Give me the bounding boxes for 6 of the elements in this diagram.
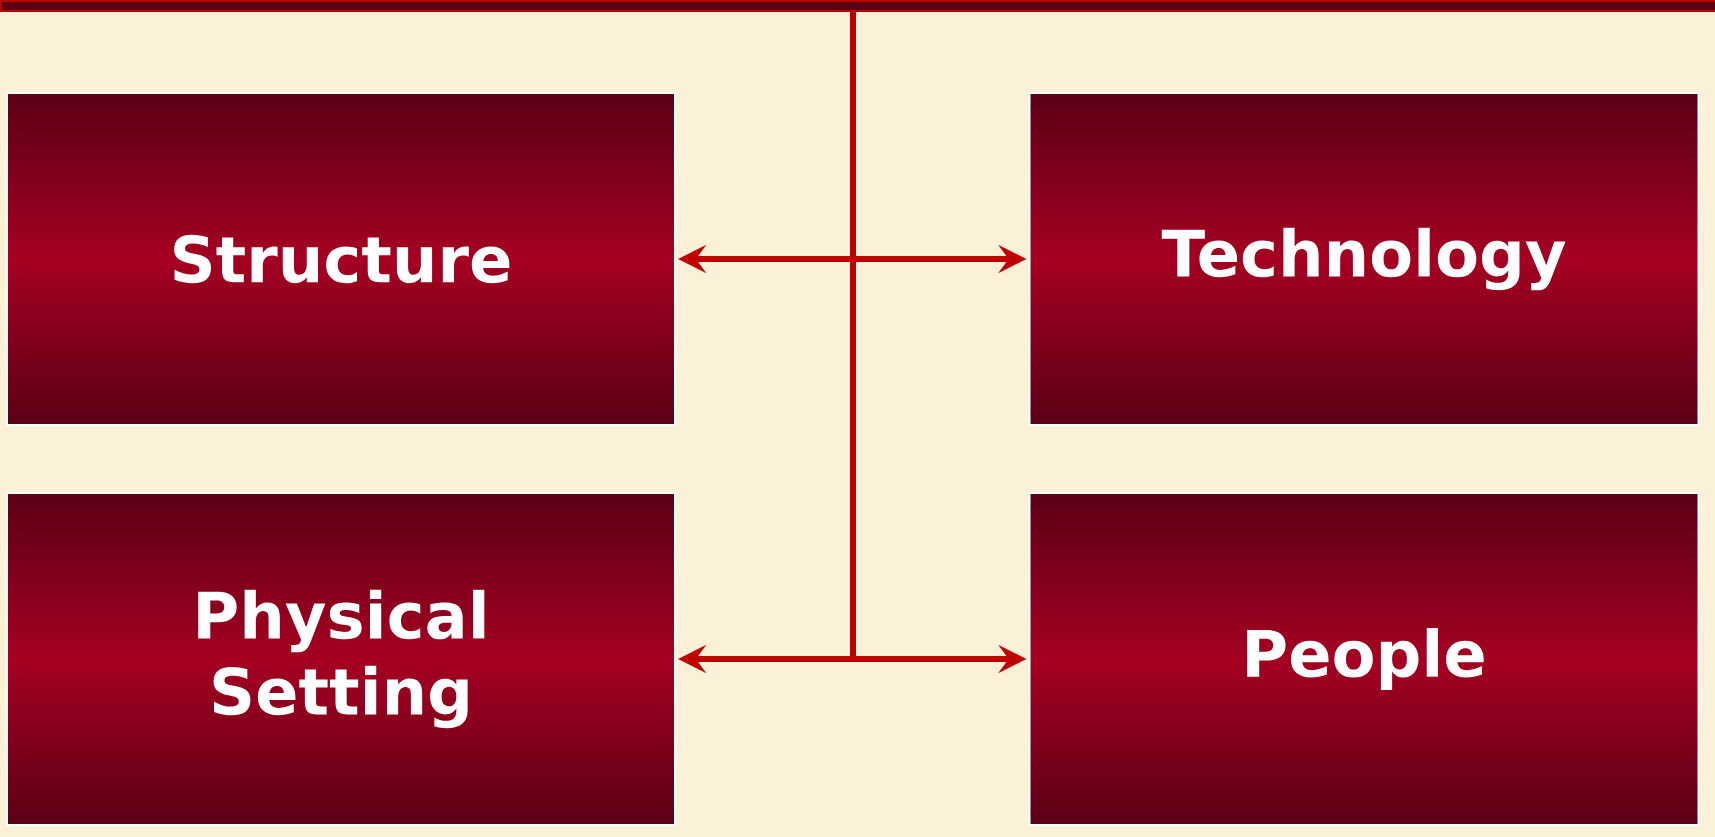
box: Technology bbox=[1028, 92, 1700, 426]
box: People bbox=[1028, 492, 1700, 826]
connector-line bbox=[850, 12, 856, 659]
box: Physical Setting bbox=[6, 492, 676, 826]
top-bar bbox=[0, 0, 1715, 12]
box: Structure bbox=[6, 92, 676, 426]
